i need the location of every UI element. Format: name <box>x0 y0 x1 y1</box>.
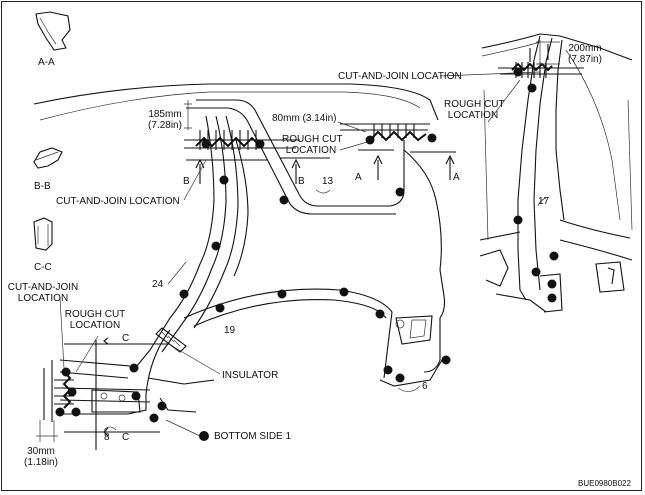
figure-id-label: BUE0980B022 <box>578 479 631 488</box>
marker-a-right: A <box>453 172 460 183</box>
rough-cut-right-line2: LOCATION <box>447 110 499 121</box>
spot-weld-points <box>55 67 559 441</box>
rough-cut-mid-line2: LOCATION <box>285 145 337 156</box>
insulator-part <box>155 327 187 353</box>
dim-185-in: (7.28in) <box>148 120 182 131</box>
section-cc-label: C-C <box>34 262 52 273</box>
part-number-6: 6 <box>422 381 428 392</box>
part-number-19: 19 <box>224 325 236 336</box>
dim-30-mm: 30mm <box>27 446 55 457</box>
marker-c-bottom: C <box>122 432 130 443</box>
section-marker-lines <box>64 149 456 450</box>
insulator-label: INSULATOR <box>222 370 279 381</box>
part-number-17: 17 <box>538 196 550 207</box>
dim-200-mm: 200mm <box>568 43 602 54</box>
cut-join-location-top-label: CUT-AND-JOIN LOCATION <box>338 71 462 82</box>
quarter-panel-outline <box>33 83 446 422</box>
pillar-detail <box>479 33 633 313</box>
marker-c-top: C <box>122 333 130 344</box>
cut-join-lower-line1: CUT-AND-JOIN <box>7 282 79 293</box>
marker-b-right: B <box>298 176 305 187</box>
rough-cut-right-line1: ROUGH CUT <box>444 99 505 110</box>
dimension-lines <box>36 40 560 442</box>
section-cc-sketch <box>33 217 53 251</box>
dim-185-mm: 185mm <box>148 109 182 120</box>
rough-cut-location-right-label: ROUGH CUT LOCATION <box>444 99 505 121</box>
rough-cut-mid-line1: ROUGH CUT <box>282 134 343 145</box>
dim-200-in: (7.87in) <box>568 54 602 65</box>
section-aa-sketch <box>35 11 71 51</box>
dimension-200mm-label: 200mm (7.87in) <box>562 43 608 65</box>
section-bb-label: B-B <box>34 181 51 192</box>
rough-cut-lower-line1: ROUGH CUT <box>64 309 126 320</box>
cut-join-location-left-label: CUT-AND-JOIN LOCATION <box>56 196 180 207</box>
leader-lines <box>59 71 547 437</box>
dim-30-in: (1.18in) <box>24 457 58 468</box>
part-number-24: 24 <box>152 279 164 290</box>
part-number-13: 13 <box>322 176 334 187</box>
section-bb-sketch <box>33 147 63 169</box>
dimension-30mm-label: 30mm (1.18in) <box>18 446 64 468</box>
cut-join-location-lower-label: CUT-AND-JOIN LOCATION <box>4 282 82 304</box>
bottom-side-label: BOTTOM SIDE 1 <box>214 431 292 442</box>
cut-join-lower-line2: LOCATION <box>17 293 69 304</box>
section-aa-label: A-A <box>38 57 55 68</box>
rough-cut-lower-line2: LOCATION <box>69 320 121 331</box>
part-number-8: 8 <box>104 432 110 443</box>
rough-cut-location-mid-label: ROUGH CUT LOCATION <box>282 134 343 156</box>
dimension-80mm-label: 80mm (3.14in) <box>272 113 337 124</box>
rough-cut-location-lower-label: ROUGH CUT LOCATION <box>64 309 126 331</box>
marker-b-left: B <box>183 176 190 187</box>
marker-a-left: A <box>355 172 362 183</box>
dimension-185mm-label: 185mm (7.28in) <box>142 109 188 131</box>
